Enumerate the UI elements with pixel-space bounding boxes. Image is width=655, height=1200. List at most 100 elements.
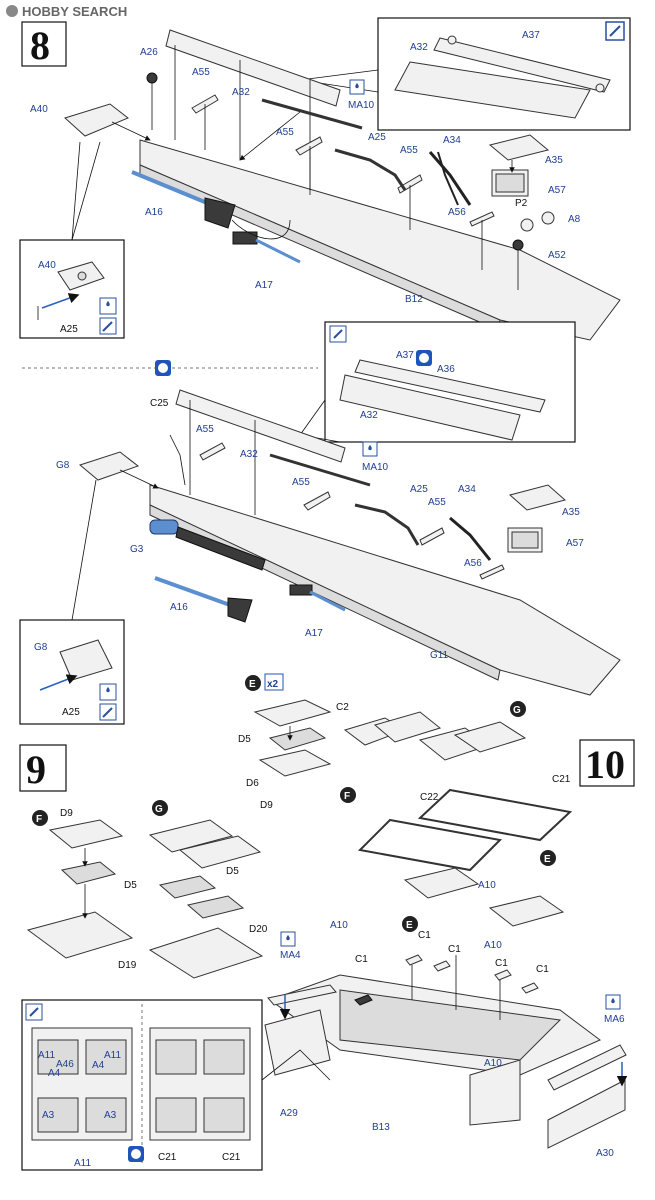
svg-text:C1: C1 (536, 964, 549, 975)
svg-text:D5: D5 (238, 734, 251, 745)
svg-text:G: G (155, 804, 163, 815)
svg-text:A52: A52 (548, 250, 566, 261)
svg-text:C21: C21 (158, 1152, 177, 1163)
svg-text:A10: A10 (484, 940, 502, 951)
svg-text:A34: A34 (443, 135, 461, 146)
svg-text:A35: A35 (562, 507, 580, 518)
step-10: 10 F G C21 C22 E E A10 (261, 701, 635, 1159)
svg-text:A4: A4 (92, 1060, 105, 1071)
part-a40 (64, 103, 129, 137)
svg-text:D20: D20 (249, 924, 268, 935)
svg-text:HOBBY SEARCH: HOBBY SEARCH (22, 4, 127, 19)
svg-text:A17: A17 (255, 280, 273, 291)
svg-text:B13: B13 (372, 1122, 390, 1133)
svg-text:D5: D5 (226, 866, 239, 877)
svg-text:E: E (544, 854, 551, 865)
inset-a11-panels: A11 A46 A4 A11 A4 A3 A3 A11 C21 C21 (21, 999, 263, 1171)
svg-text:A37: A37 (522, 30, 540, 41)
svg-text:C21: C21 (552, 774, 571, 785)
svg-text:C2: C2 (336, 702, 349, 713)
svg-text:D6: D6 (246, 778, 259, 789)
svg-text:A25: A25 (368, 132, 386, 143)
svg-text:A46: A46 (56, 1059, 74, 1070)
svg-text:A55: A55 (400, 145, 418, 156)
part-b12 (139, 139, 621, 341)
step-8: 8 A37 A32 (19, 17, 631, 341)
paint-icon (605, 21, 625, 41)
callout-a36: A37 A36 A32 (299, 321, 576, 443)
step-9: 9 E x2 C2 D5 D6 F D9 D5 D19 G D9 D5 D20 (19, 673, 349, 1171)
svg-text:A57: A57 (548, 185, 566, 196)
svg-text:x2: x2 (267, 679, 279, 690)
svg-text:A30: A30 (596, 1148, 614, 1159)
watermark: HOBBY SEARCH (6, 4, 127, 19)
svg-text:A32: A32 (360, 410, 378, 421)
svg-text:A10: A10 (478, 880, 496, 891)
svg-text:A10: A10 (330, 920, 348, 931)
svg-text:A56: A56 (464, 558, 482, 569)
svg-text:A3: A3 (104, 1110, 117, 1121)
svg-text:F: F (36, 814, 42, 825)
svg-text:G3: G3 (130, 544, 144, 555)
svg-text:C1: C1 (448, 944, 461, 955)
svg-text:C1: C1 (355, 954, 368, 965)
svg-text:A36: A36 (437, 364, 455, 375)
svg-text:A35: A35 (545, 155, 563, 166)
svg-text:G11: G11 (430, 650, 449, 661)
svg-text:A17: A17 (305, 628, 323, 639)
svg-text:A55: A55 (276, 127, 294, 138)
svg-text:A57: A57 (566, 538, 584, 549)
svg-text:8: 8 (30, 23, 50, 68)
svg-text:A11: A11 (74, 1158, 91, 1169)
svg-text:C25: C25 (150, 398, 169, 409)
svg-text:10: 10 (585, 742, 625, 787)
variant-divider (22, 360, 318, 376)
svg-text:C21: C21 (222, 1152, 241, 1163)
svg-text:A37: A37 (396, 350, 414, 361)
svg-text:D19: D19 (118, 960, 137, 971)
svg-text:A40: A40 (38, 260, 56, 271)
svg-text:9: 9 (26, 747, 46, 792)
svg-text:A11: A11 (104, 1050, 121, 1061)
svg-text:A32: A32 (240, 449, 258, 460)
svg-text:MA4: MA4 (280, 950, 301, 961)
svg-text:B12: B12 (405, 294, 423, 305)
svg-text:MA10: MA10 (348, 100, 375, 111)
inset-a40-a25: A40 A25 (19, 141, 125, 339)
svg-text:A16: A16 (145, 207, 163, 218)
svg-text:A11: A11 (38, 1050, 55, 1061)
svg-text:A34: A34 (458, 484, 476, 495)
svg-text:C1: C1 (418, 930, 431, 941)
svg-text:A55: A55 (192, 67, 210, 78)
svg-text:C22: C22 (420, 792, 439, 803)
svg-text:D5: D5 (124, 880, 137, 891)
svg-text:A56: A56 (448, 207, 466, 218)
svg-text:A4: A4 (48, 1068, 61, 1079)
svg-text:A32: A32 (232, 87, 250, 98)
part-g11 (149, 484, 621, 696)
svg-text:A8: A8 (568, 214, 581, 225)
svg-text:E: E (406, 920, 413, 931)
svg-text:A55: A55 (292, 477, 310, 488)
svg-text:D9: D9 (60, 808, 73, 819)
svg-text:A25: A25 (62, 707, 80, 718)
svg-text:A25: A25 (60, 324, 78, 335)
svg-text:G: G (513, 705, 521, 716)
step-8-variant: A37 A36 A32 (19, 321, 621, 725)
svg-text:A55: A55 (196, 424, 214, 435)
callout-a37: A37 A32 (299, 17, 631, 131)
svg-text:A16: A16 (170, 602, 188, 613)
svg-text:P2: P2 (515, 198, 528, 209)
svg-text:G8: G8 (56, 460, 70, 471)
svg-text:D9: D9 (260, 800, 273, 811)
svg-text:C1: C1 (495, 958, 508, 969)
svg-text:A29: A29 (280, 1108, 298, 1119)
svg-text:E: E (249, 679, 256, 690)
inset-g8-a25: G8 A25 (19, 479, 125, 725)
svg-text:MA10: MA10 (362, 462, 389, 473)
svg-text:A25: A25 (410, 484, 428, 495)
part-a32-rail (165, 29, 341, 107)
svg-text:A3: A3 (42, 1110, 55, 1121)
svg-text:A40: A40 (30, 104, 48, 115)
